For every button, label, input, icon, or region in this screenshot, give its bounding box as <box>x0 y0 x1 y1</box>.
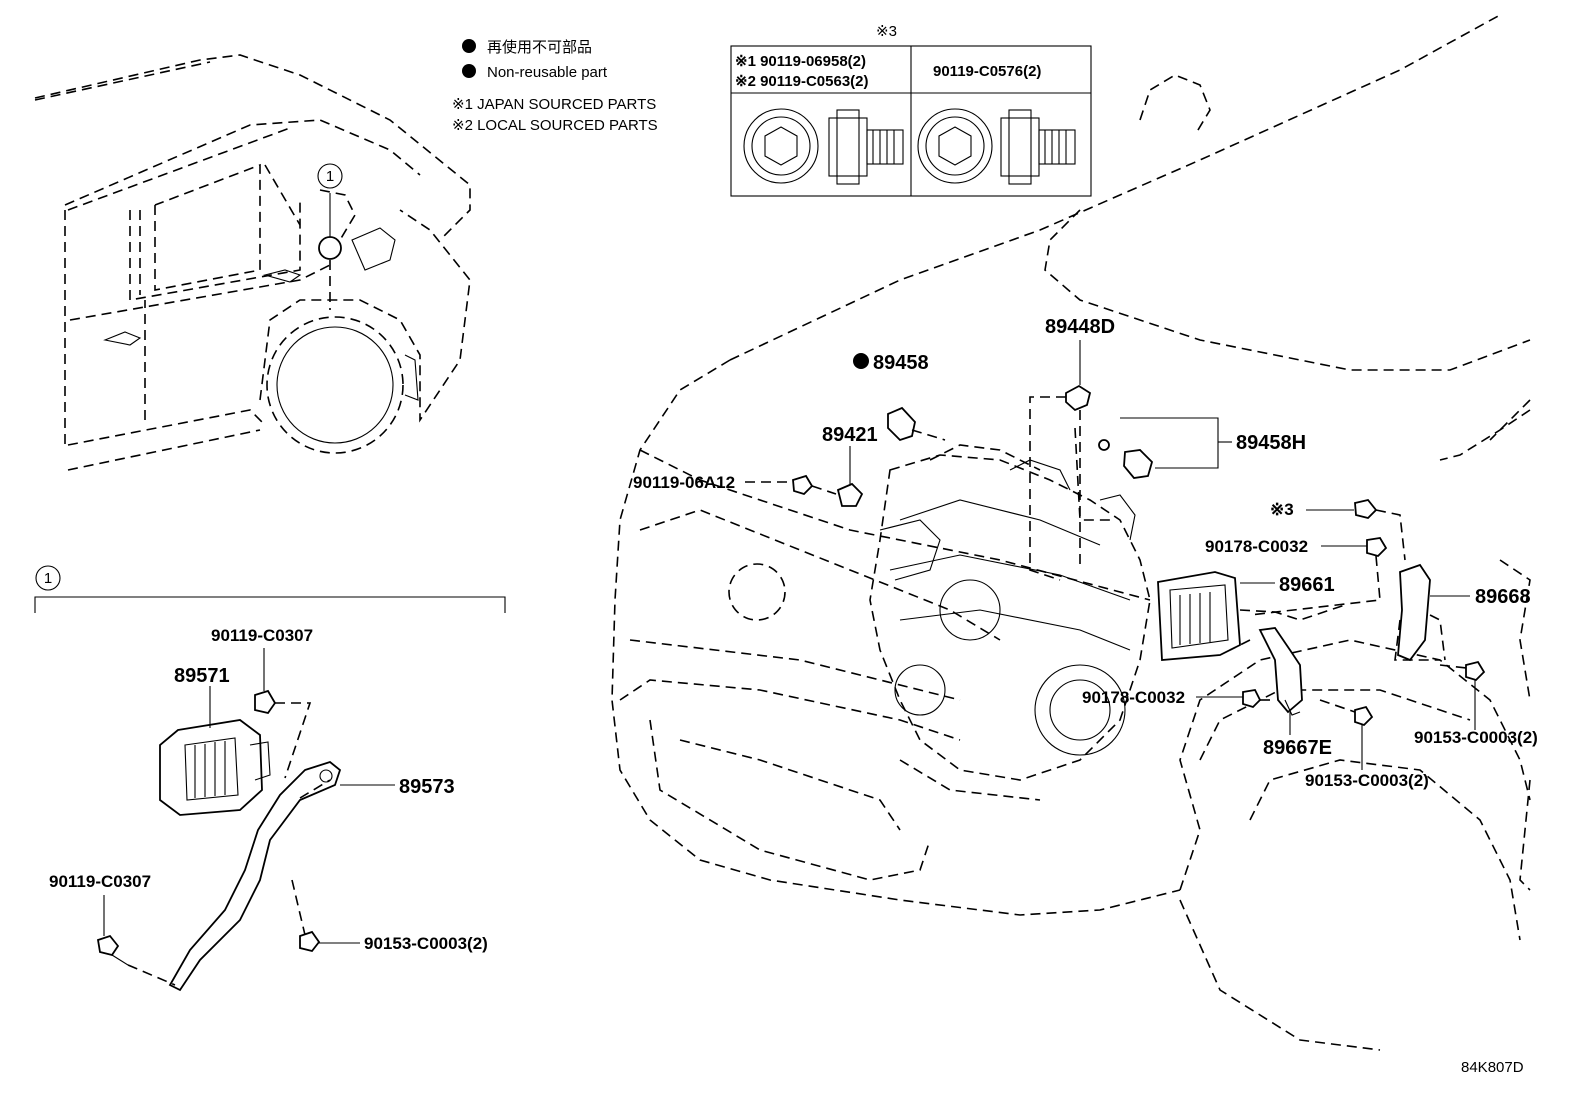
diagram-code: 84K807D <box>1461 1059 1524 1076</box>
label-89571: 89571 <box>174 665 230 687</box>
label-90153-c0003-inset: 90153-C0003(2) <box>364 934 488 953</box>
label-89667e: 89667E <box>1263 737 1332 759</box>
legend-note1: ※1 JAPAN SOURCED PARTS <box>452 96 656 113</box>
non-reusable-marker-icon <box>462 39 476 53</box>
label-90153-c0003-mid: 90153-C0003(2) <box>1305 771 1429 790</box>
sensor-89458 <box>853 353 946 442</box>
bolt-90153-c0003-inset <box>291 879 360 953</box>
hex-bolt-head-icon <box>917 108 993 184</box>
bolt-table: ※3 ※1 90119-06958(2) ※2 90119-C0563(2) 9… <box>730 23 1092 197</box>
label-ref3: ※3 <box>1270 500 1294 519</box>
label-89421: 89421 <box>822 424 878 446</box>
bolt-table-title: ※3 <box>876 23 897 40</box>
nut-90178-c0032-mid <box>1196 689 1275 709</box>
hex-bolt-head-icon <box>743 108 819 184</box>
flange-bolt-icon <box>1000 109 1076 185</box>
label-90153-c0003-right: 90153-C0003(2) <box>1414 728 1538 747</box>
bolt-table-left-row1: ※1 90119-06958(2) <box>735 53 866 70</box>
engine-block <box>869 444 1151 801</box>
front-vehicle-illustration <box>611 14 1531 1051</box>
label-90119-06a12: 90119-06A12 <box>633 473 735 492</box>
bolt-table-left-row2: ※2 90119-C0563(2) <box>735 73 869 90</box>
legend-note2: ※2 LOCAL SOURCED PARTS <box>452 117 658 134</box>
sensor-89458h <box>1074 417 1232 521</box>
label-89458: 89458 <box>873 352 929 374</box>
nut-90178-c0032-top <box>1249 537 1388 616</box>
legend-jp: 再使用不可部品 <box>487 39 592 56</box>
non-reusable-marker-icon <box>853 353 869 369</box>
bolt-90153-c0003-mid <box>1319 699 1374 770</box>
legend: 再使用不可部品 Non-reusable part ※1 JAPAN SOURC… <box>452 39 658 134</box>
inset-detail: 1 <box>34 565 506 992</box>
legend-en: Non-reusable part <box>487 64 608 81</box>
callout-circle <box>35 565 61 591</box>
sensor-89448d <box>1029 340 1092 581</box>
callout-ref1-upper: 1 <box>326 168 334 185</box>
bolt-table-right-header: 90119-C0576(2) <box>933 63 1041 80</box>
label-89661: 89661 <box>1279 574 1335 596</box>
label-89668: 89668 <box>1475 586 1531 608</box>
ecu-89661 <box>1157 571 1346 661</box>
bolt-90153-c0003-right <box>1439 660 1486 730</box>
bolt-ref3 <box>1306 498 1406 561</box>
label-89448d: 89448D <box>1045 316 1115 338</box>
label-90178-c0032-top: 90178-C0032 <box>1205 537 1308 556</box>
flange-bolt-icon <box>828 109 904 185</box>
label-89573: 89573 <box>399 776 455 798</box>
rear-vehicle-illustration: 1 <box>34 54 471 471</box>
bracket-89667e <box>1229 627 1303 735</box>
callout-circle <box>317 163 343 189</box>
module-89571 <box>159 686 271 816</box>
bolt-90119-06a12 <box>745 474 837 496</box>
bolt-90119-c0307-top <box>254 648 312 779</box>
label-90119-c0307-left: 90119-C0307 <box>49 872 151 891</box>
label-90119-c0307-top: 90119-C0307 <box>211 626 313 645</box>
non-reusable-marker-icon <box>462 64 476 78</box>
label-90178-c0032-mid: 90178-C0032 <box>1082 688 1185 707</box>
bracket-89421 <box>836 446 864 507</box>
bolt-90119-c0307-left <box>96 895 176 986</box>
label-89458h: 89458H <box>1236 432 1306 454</box>
bracket-89573 <box>168 760 395 992</box>
callout-ref1-lower: 1 <box>44 570 52 587</box>
bracket-89668 <box>1394 563 1470 662</box>
